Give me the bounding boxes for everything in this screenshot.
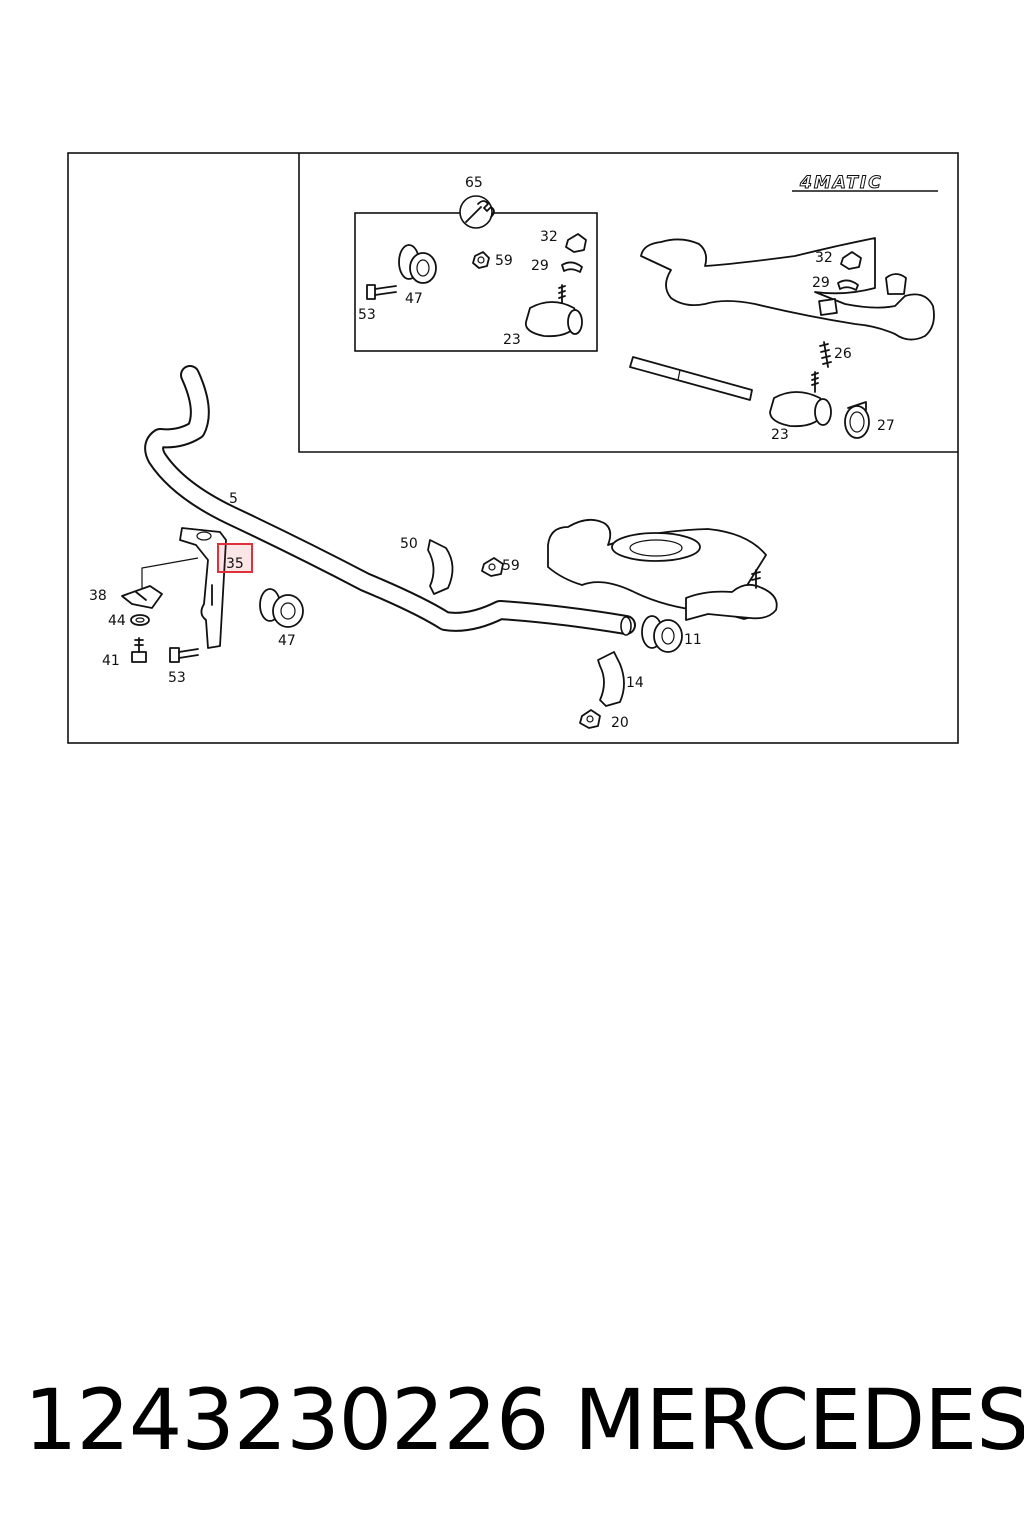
label-47a: 47 <box>405 291 423 307</box>
ball-joint-23-inset <box>769 371 832 428</box>
washer-44 <box>130 614 150 626</box>
label-32a: 32 <box>540 229 558 245</box>
bolt-53 <box>169 647 199 663</box>
nut-20 <box>579 709 601 729</box>
clamp-14 <box>597 651 625 707</box>
bushing-47-kit <box>398 244 437 284</box>
wrench-icon <box>459 195 495 229</box>
parts-diagram: 4MATIC <box>67 152 959 744</box>
label-14: 14 <box>626 675 644 691</box>
label-23b: 23 <box>771 427 789 443</box>
label-23a: 23 <box>503 332 521 348</box>
clamp-50 <box>427 539 454 595</box>
brand-name: MERCEDES <box>574 1371 1024 1469</box>
stabilizer-bar-5 <box>144 365 636 636</box>
part-number: 1243230226 <box>24 1371 549 1469</box>
bracket-38 <box>121 585 163 609</box>
label-11: 11 <box>684 632 702 648</box>
bushing-11 <box>641 615 683 653</box>
label-53b: 53 <box>168 670 186 686</box>
label-20: 20 <box>611 715 629 731</box>
clip-29-kit <box>561 261 583 273</box>
label-29a: 29 <box>531 258 549 274</box>
bushing-47 <box>259 588 304 628</box>
tie-rod-inset <box>629 356 753 401</box>
clip-29-inset <box>837 279 859 291</box>
label-41: 41 <box>102 653 120 669</box>
label-32b: 32 <box>815 250 833 266</box>
nut-59-kit <box>472 251 490 269</box>
steering-knuckle-inset <box>640 237 935 341</box>
footer-caption: 1243230226 MERCEDES <box>0 1360 1024 1480</box>
diagram-frame <box>67 152 959 744</box>
label-38: 38 <box>89 588 107 604</box>
stud-26 <box>819 341 832 368</box>
label-59b: 59 <box>502 558 520 574</box>
label-47b: 47 <box>278 633 296 649</box>
ball-joint-arm <box>685 569 778 621</box>
label-5: 5 <box>229 491 238 507</box>
bracket-35 <box>179 527 227 649</box>
nut-32-kit <box>565 233 587 253</box>
leader-35 <box>141 557 199 590</box>
label-35: 35 <box>226 556 244 572</box>
label-26: 26 <box>834 346 852 362</box>
label-59a: 59 <box>495 253 513 269</box>
label-29b: 29 <box>812 275 830 291</box>
clamp-27 <box>844 401 870 439</box>
label-44: 44 <box>108 613 126 629</box>
label-53a: 53 <box>358 307 376 323</box>
inset-frame <box>298 153 958 453</box>
bolt-53-kit <box>366 284 397 300</box>
label-50: 50 <box>400 536 418 552</box>
label-27: 27 <box>877 418 895 434</box>
nut-32-inset <box>840 251 862 270</box>
nut-59 <box>481 557 504 577</box>
highlight-box-35 <box>217 543 253 573</box>
4matic-logo: 4MATIC <box>792 173 938 194</box>
svg-text:4MATIC: 4MATIC <box>799 173 883 193</box>
ball-joint-23-kit <box>524 284 583 338</box>
label-65: 65 <box>465 175 483 191</box>
bolt-41 <box>131 637 147 663</box>
